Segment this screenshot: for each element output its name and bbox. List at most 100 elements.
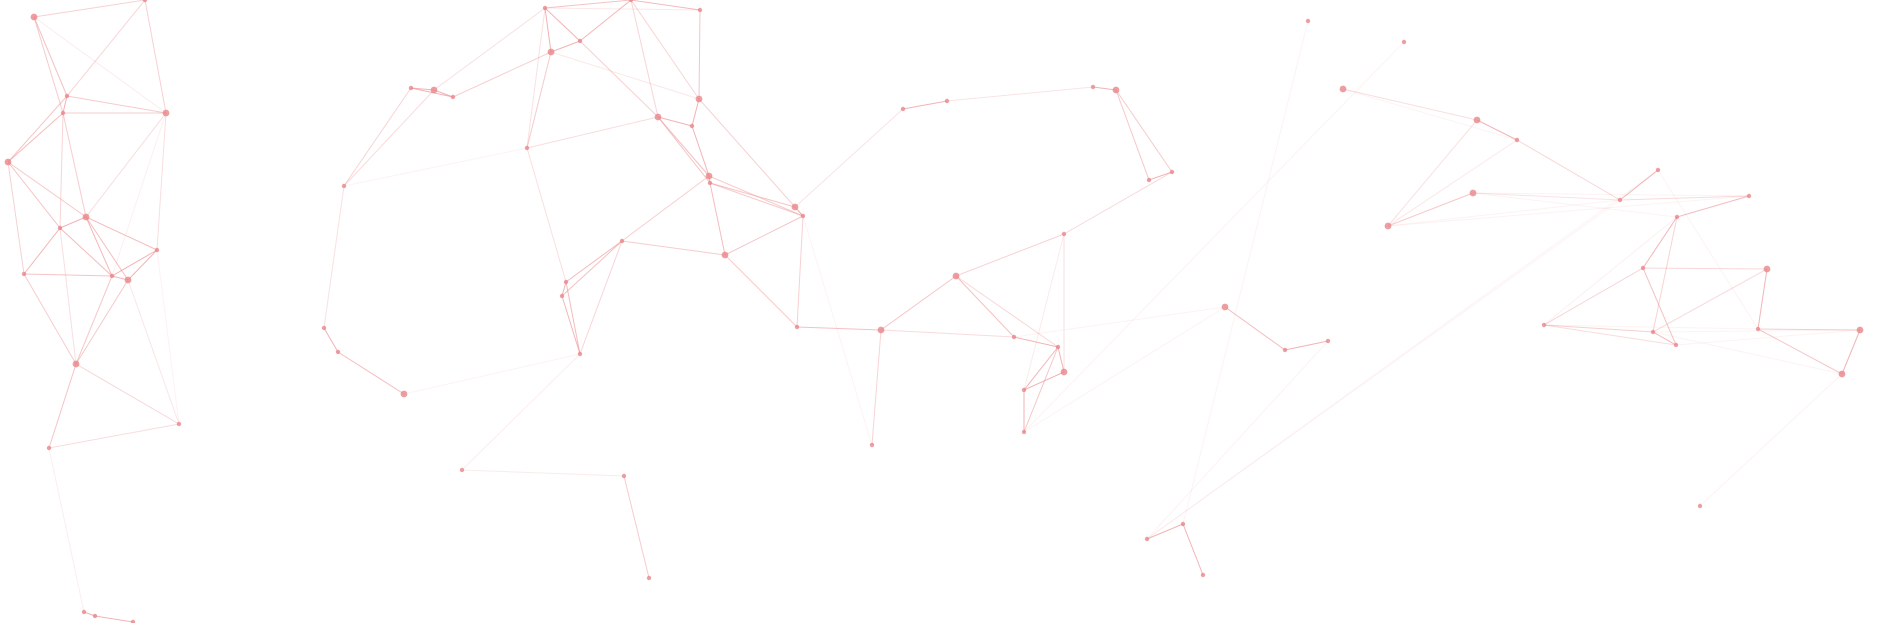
network-edge: [565, 240, 623, 283]
network-node: [1617, 197, 1623, 203]
network-edge: [657, 116, 711, 184]
network-edge: [657, 116, 693, 127]
network-edge: [1516, 139, 1621, 201]
network-edge: [796, 215, 804, 328]
network-edge: [1642, 267, 1768, 270]
network-node: [82, 213, 90, 221]
network-node: [4, 158, 12, 166]
network-edge: [1013, 306, 1226, 338]
network-node: [1339, 85, 1347, 93]
network-edge: [526, 7, 546, 149]
network-edge: [724, 215, 804, 256]
network-edge: [7, 161, 61, 229]
network-edge: [1657, 169, 1759, 330]
network-edge: [48, 447, 85, 613]
network-edge: [526, 147, 567, 283]
network-edge: [630, 0, 700, 100]
network-node: [1090, 84, 1096, 90]
network-edge: [544, 7, 701, 11]
network-node: [57, 225, 63, 231]
network-edge: [1543, 324, 1759, 330]
network-edge: [1652, 331, 1843, 375]
network-edge: [621, 175, 710, 242]
network-edge: [1699, 373, 1843, 507]
network-edge: [621, 240, 726, 256]
network-edge: [1472, 192, 1678, 218]
network-node: [1180, 521, 1186, 527]
network-edge: [1543, 216, 1678, 326]
network-edge: [1387, 199, 1621, 227]
network-node: [1674, 214, 1680, 220]
network-node: [1650, 329, 1656, 335]
network-edge: [698, 98, 804, 217]
network-edge: [561, 240, 623, 297]
network-edge: [1387, 139, 1518, 227]
network-node: [1021, 387, 1027, 393]
network-edge: [1652, 331, 1677, 346]
network-node: [176, 421, 182, 427]
network-edge: [23, 273, 77, 365]
network-node: [524, 145, 530, 151]
network-node: [542, 5, 548, 11]
network-node: [707, 180, 713, 186]
network-node: [1305, 18, 1311, 24]
network-edge: [1146, 199, 1621, 540]
network-node: [64, 93, 70, 99]
network-node: [563, 279, 569, 285]
network-node: [92, 613, 98, 619]
network-edge: [902, 100, 948, 110]
network-edge: [85, 112, 167, 218]
network-edge: [7, 161, 87, 218]
network-edge: [1841, 329, 1861, 375]
network-edge: [565, 281, 581, 355]
network-node: [72, 360, 80, 368]
network-edge: [544, 7, 581, 42]
network-edge: [75, 363, 180, 425]
network-node: [689, 123, 695, 129]
network-edge: [1057, 346, 1065, 373]
network-edge: [955, 275, 1015, 338]
network-node: [628, 0, 634, 3]
network-edge: [691, 98, 700, 127]
network-node: [1473, 116, 1481, 124]
network-edge: [579, 40, 659, 118]
network-edge: [1023, 233, 1065, 391]
network-edge: [1224, 306, 1286, 351]
network-edge: [1757, 328, 1861, 331]
network-edge: [343, 147, 528, 187]
network-node: [791, 203, 799, 211]
network-node: [547, 48, 555, 56]
network-edge: [1023, 306, 1226, 433]
network-edge: [1023, 346, 1059, 391]
network-edge: [62, 95, 68, 114]
network-edge: [461, 353, 581, 471]
network-edge: [127, 279, 180, 425]
network-edge: [1387, 119, 1478, 227]
network-edge: [75, 279, 129, 365]
network-node: [162, 109, 170, 117]
network-edge: [48, 363, 77, 449]
network-edge: [630, 0, 701, 11]
network-edge: [343, 89, 435, 187]
network-edge: [33, 16, 64, 114]
network-edge: [1757, 268, 1768, 330]
network-edge: [544, 0, 632, 9]
network-edge: [550, 51, 700, 100]
network-edge: [709, 182, 804, 217]
network-node: [1697, 503, 1703, 509]
network-edge: [1472, 192, 1750, 197]
network-edge: [526, 116, 659, 149]
network-node: [321, 325, 327, 331]
network-node: [1673, 342, 1679, 348]
network-node: [1282, 347, 1288, 353]
network-node: [1401, 39, 1407, 45]
network-edge: [1146, 169, 1659, 540]
network-edge: [59, 216, 87, 229]
network-node: [1146, 177, 1152, 183]
network-edge: [62, 112, 87, 218]
network-node: [900, 106, 906, 112]
network-edge: [1115, 89, 1173, 173]
network-edge: [111, 112, 167, 277]
network-node: [341, 183, 347, 189]
network-edge: [59, 227, 77, 365]
